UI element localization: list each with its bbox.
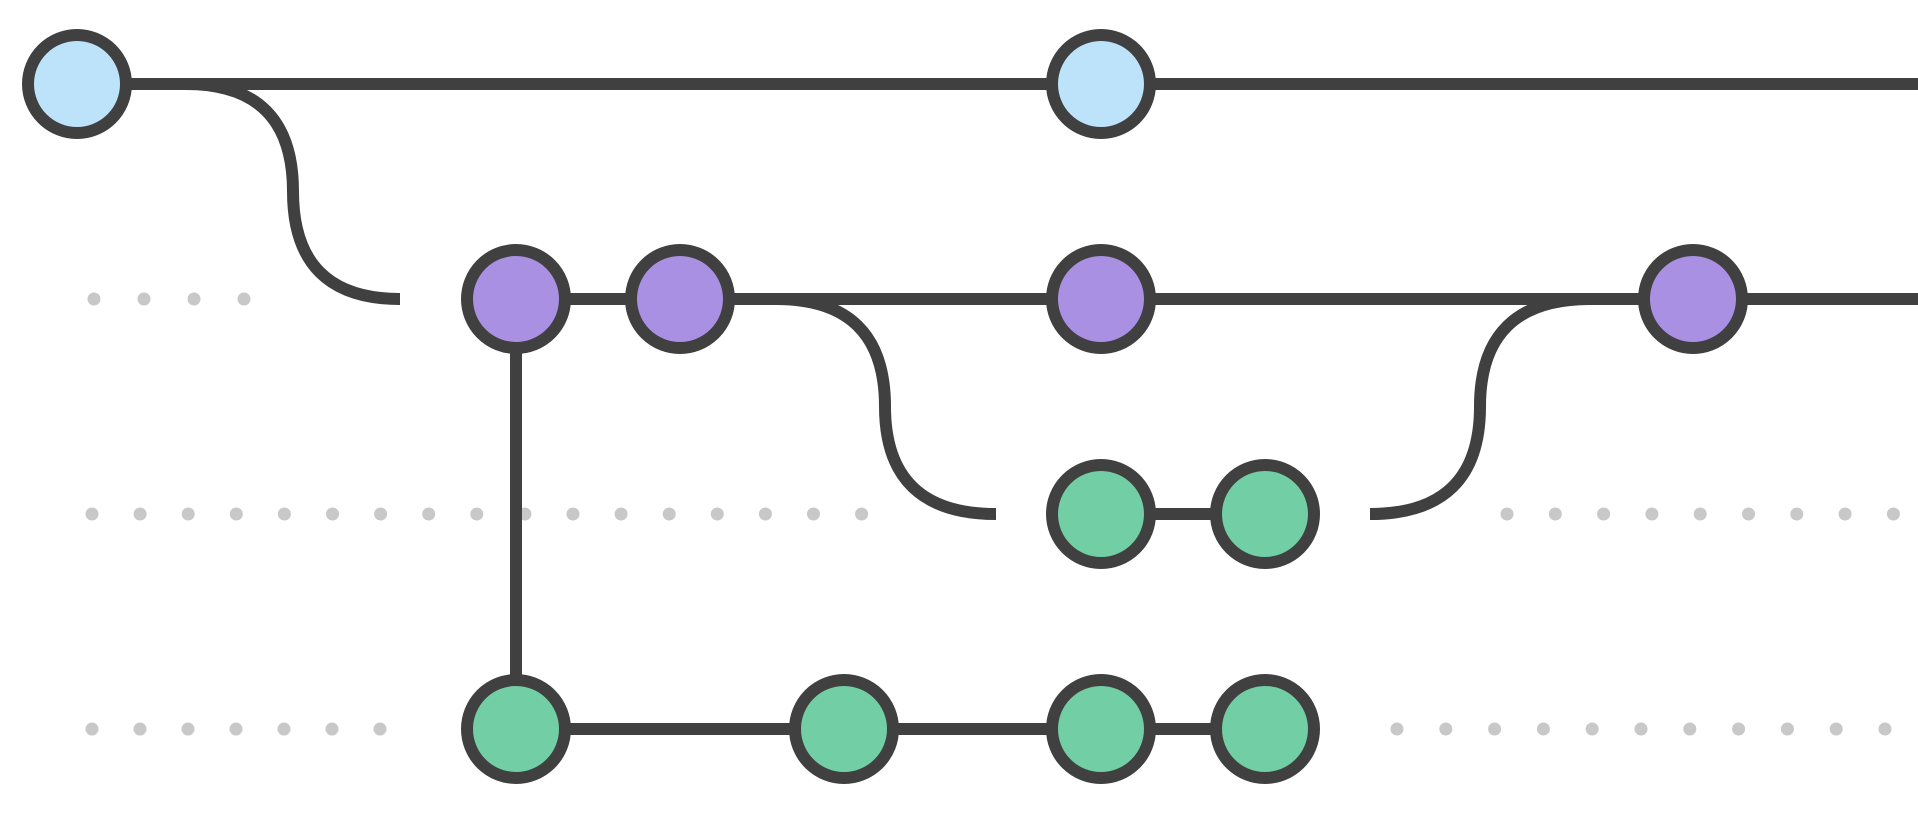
guide-dot-lane-3	[1742, 507, 1755, 521]
guide-dot-lane-3	[710, 507, 724, 521]
guide-dot-lane-4	[277, 722, 291, 736]
guide-dot-lane-3	[277, 507, 291, 521]
guide-dot-lane-4	[1390, 722, 1404, 736]
commit-nodes	[22, 29, 1748, 784]
guide-dot-lane-4	[325, 722, 339, 736]
guide-dot-lane-4	[1488, 722, 1502, 736]
guide-dot-lane-4	[1536, 722, 1550, 736]
guide-dot-lane-4	[1780, 722, 1794, 736]
guide-dot-lane-4	[373, 722, 387, 736]
guide-dot-lane-4	[1439, 722, 1453, 736]
guide-dot-lane-3	[1693, 507, 1707, 521]
commit-node	[22, 29, 132, 139]
commit-node	[1210, 674, 1320, 784]
guide-dot-lane-4	[133, 722, 147, 736]
commit-node	[461, 244, 571, 354]
guide-dot-lane-3	[326, 507, 339, 521]
commit-node	[1046, 29, 1156, 139]
guide-dot-lane-3	[1838, 507, 1852, 521]
guide-dot-lane-2	[237, 292, 251, 306]
guide-dot-lane-4	[229, 722, 243, 736]
guide-dot-lane-2	[187, 292, 201, 306]
guide-dot-lane-3	[1500, 507, 1514, 521]
guide-dot-lane-3	[807, 507, 820, 521]
guide-dot-lane-4	[85, 722, 99, 736]
guide-dot-lane-3	[1548, 507, 1562, 521]
guide-dot-lane-3	[422, 507, 436, 521]
commit-node	[625, 244, 735, 354]
guide-dot-lane-3	[662, 507, 676, 521]
guide-dot-lane-3	[374, 507, 388, 521]
guide-dot-lane-4	[181, 722, 195, 736]
connector-lines	[77, 78, 1918, 735]
edge-branch-lane1-to-lane2	[185, 78, 401, 305]
guide-dot-lane-3	[85, 507, 99, 521]
guide-dot-lane-4	[1829, 722, 1843, 736]
guide-dot-lane-4	[1634, 722, 1648, 736]
guide-dot-lane-3	[1790, 507, 1804, 521]
guide-dot-lane-3	[566, 507, 580, 521]
commit-node	[1210, 459, 1320, 569]
commit-node	[461, 674, 571, 784]
guide-dot-lane-3	[1645, 507, 1659, 521]
commit-node	[1638, 244, 1748, 354]
guide-dot-lane-3	[1597, 507, 1611, 521]
guide-dot-lane-4	[1585, 722, 1599, 736]
commit-node	[1046, 459, 1156, 569]
guide-dot-lane-2	[87, 292, 101, 306]
guide-dot-lane-3	[758, 507, 772, 521]
guide-dot-lane-3	[470, 507, 484, 521]
guide-dot-lane-4	[1732, 722, 1746, 736]
guide-dot-lane-3	[229, 507, 243, 521]
guide-dot-lane-3	[181, 507, 195, 521]
edge-branch-lane2-to-lane3	[775, 293, 997, 520]
guide-dot-lane-4	[1878, 722, 1892, 736]
guide-dot-lane-3	[855, 507, 869, 521]
commit-node	[1046, 674, 1156, 784]
edge-merge-lane3-to-lane2	[1369, 293, 1591, 520]
guide-dot-lane-2	[137, 292, 151, 306]
guide-dot-lane-3	[133, 507, 147, 521]
commit-node	[1046, 244, 1156, 354]
guide-dot-lane-3	[1886, 507, 1900, 521]
commit-node	[789, 674, 899, 784]
guide-dot-lane-4	[1683, 722, 1697, 736]
guide-dot-lane-3	[614, 507, 628, 521]
